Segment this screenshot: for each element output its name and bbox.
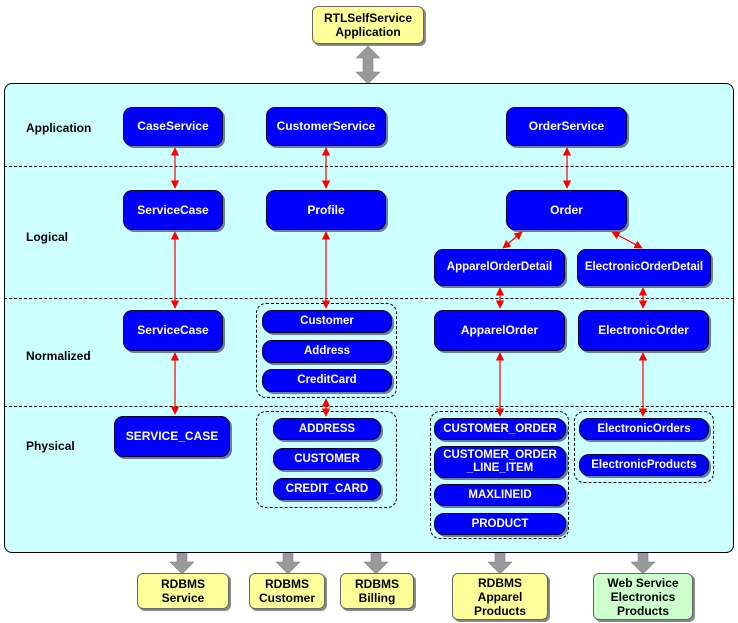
electronic-order-detail-node[interactable]: ElectronicOrderDetail (577, 249, 711, 286)
web-service-electronics-products-source[interactable]: Web Service Electronics Products (593, 573, 693, 620)
rdbms-apparel-line3: Products (473, 603, 526, 618)
divider-normalized-physical (4, 406, 734, 407)
rdbms-service-source[interactable]: RDBMS Service (137, 573, 229, 609)
rdbms-customer-line1: RDBMS (265, 577, 309, 591)
customer-normalized-node[interactable]: Customer (262, 310, 392, 333)
rdbms-customer-source[interactable]: RDBMS Customer (249, 573, 325, 609)
profile-node[interactable]: Profile (266, 190, 386, 230)
service-case-normalized-node[interactable]: ServiceCase (123, 310, 223, 351)
layer-label-physical: Physical (26, 439, 75, 453)
rdbms-apparel-line1: RDBMS (478, 575, 522, 590)
web-service-line1: Web Service (607, 575, 679, 590)
customer-order-table-node[interactable]: CUSTOMER_ORDER (434, 418, 566, 440)
electronic-products-node[interactable]: ElectronicProducts (579, 454, 709, 476)
electronic-order-node[interactable]: ElectronicOrder (578, 310, 709, 351)
order-node[interactable]: Order (506, 190, 627, 230)
rdbms-service-line2: Service (161, 591, 205, 605)
credit-card-table-node[interactable]: CREDIT_CARD (273, 478, 381, 500)
layer-label-normalized: Normalized (26, 349, 91, 363)
rdbms-billing-line1: RDBMS (355, 577, 399, 591)
customer-order-line-item-line1: CUSTOMER_ORDER (443, 449, 557, 461)
layer-label-application: Application (26, 121, 92, 135)
rdbms-service-line1: RDBMS (161, 577, 205, 591)
rdbms-billing-line2: Billing (358, 591, 396, 605)
rtl-app-line1: RTLSelfService (323, 11, 413, 25)
link-order-apparelorderdetail (502, 231, 523, 249)
customer-order-line-item-table-node[interactable]: CUSTOMER_ORDER _LINE_ITEM (434, 446, 566, 478)
case-service-node[interactable]: CaseService (123, 107, 223, 146)
maxlineid-table-node[interactable]: MAXLINEID (434, 484, 566, 506)
layer-label-logical: Logical (26, 230, 69, 244)
rdbms-apparel-line2: Apparel (477, 589, 523, 604)
customer-order-line-item-line2: _LINE_ITEM (466, 462, 534, 474)
apparel-order-node[interactable]: ApparelOrder (434, 310, 565, 351)
divider-application-logical (4, 166, 734, 167)
service-case-table-node[interactable]: SERVICE_CASE (114, 416, 230, 457)
order-service-node[interactable]: OrderService (506, 107, 627, 146)
divider-logical-normalized (4, 298, 734, 299)
link-order-electronicorderdetail (611, 231, 643, 249)
address-table-node[interactable]: ADDRESS (273, 418, 381, 440)
apparel-order-detail-node[interactable]: ApparelOrderDetail (434, 249, 565, 286)
customer-table-node[interactable]: CUSTOMER (273, 448, 381, 470)
rdbms-apparel-products-source[interactable]: RDBMS Apparel Products (452, 573, 548, 620)
rtl-self-service-application[interactable]: RTLSelfService Application (312, 6, 424, 44)
web-service-line2: Electronics (610, 589, 676, 604)
service-case-logical-node[interactable]: ServiceCase (123, 190, 223, 230)
product-table-node[interactable]: PRODUCT (434, 513, 566, 535)
web-service-line3: Products (616, 603, 669, 618)
rdbms-customer-line2: Customer (258, 591, 315, 605)
rtl-app-line2: Application (335, 25, 401, 39)
electronic-orders-node[interactable]: ElectronicOrders (579, 418, 709, 440)
address-normalized-node[interactable]: Address (262, 340, 392, 363)
rdbms-billing-source[interactable]: RDBMS Billing (340, 573, 414, 609)
customer-service-node[interactable]: CustomerService (266, 107, 386, 146)
credit-card-normalized-node[interactable]: CreditCard (262, 369, 392, 392)
